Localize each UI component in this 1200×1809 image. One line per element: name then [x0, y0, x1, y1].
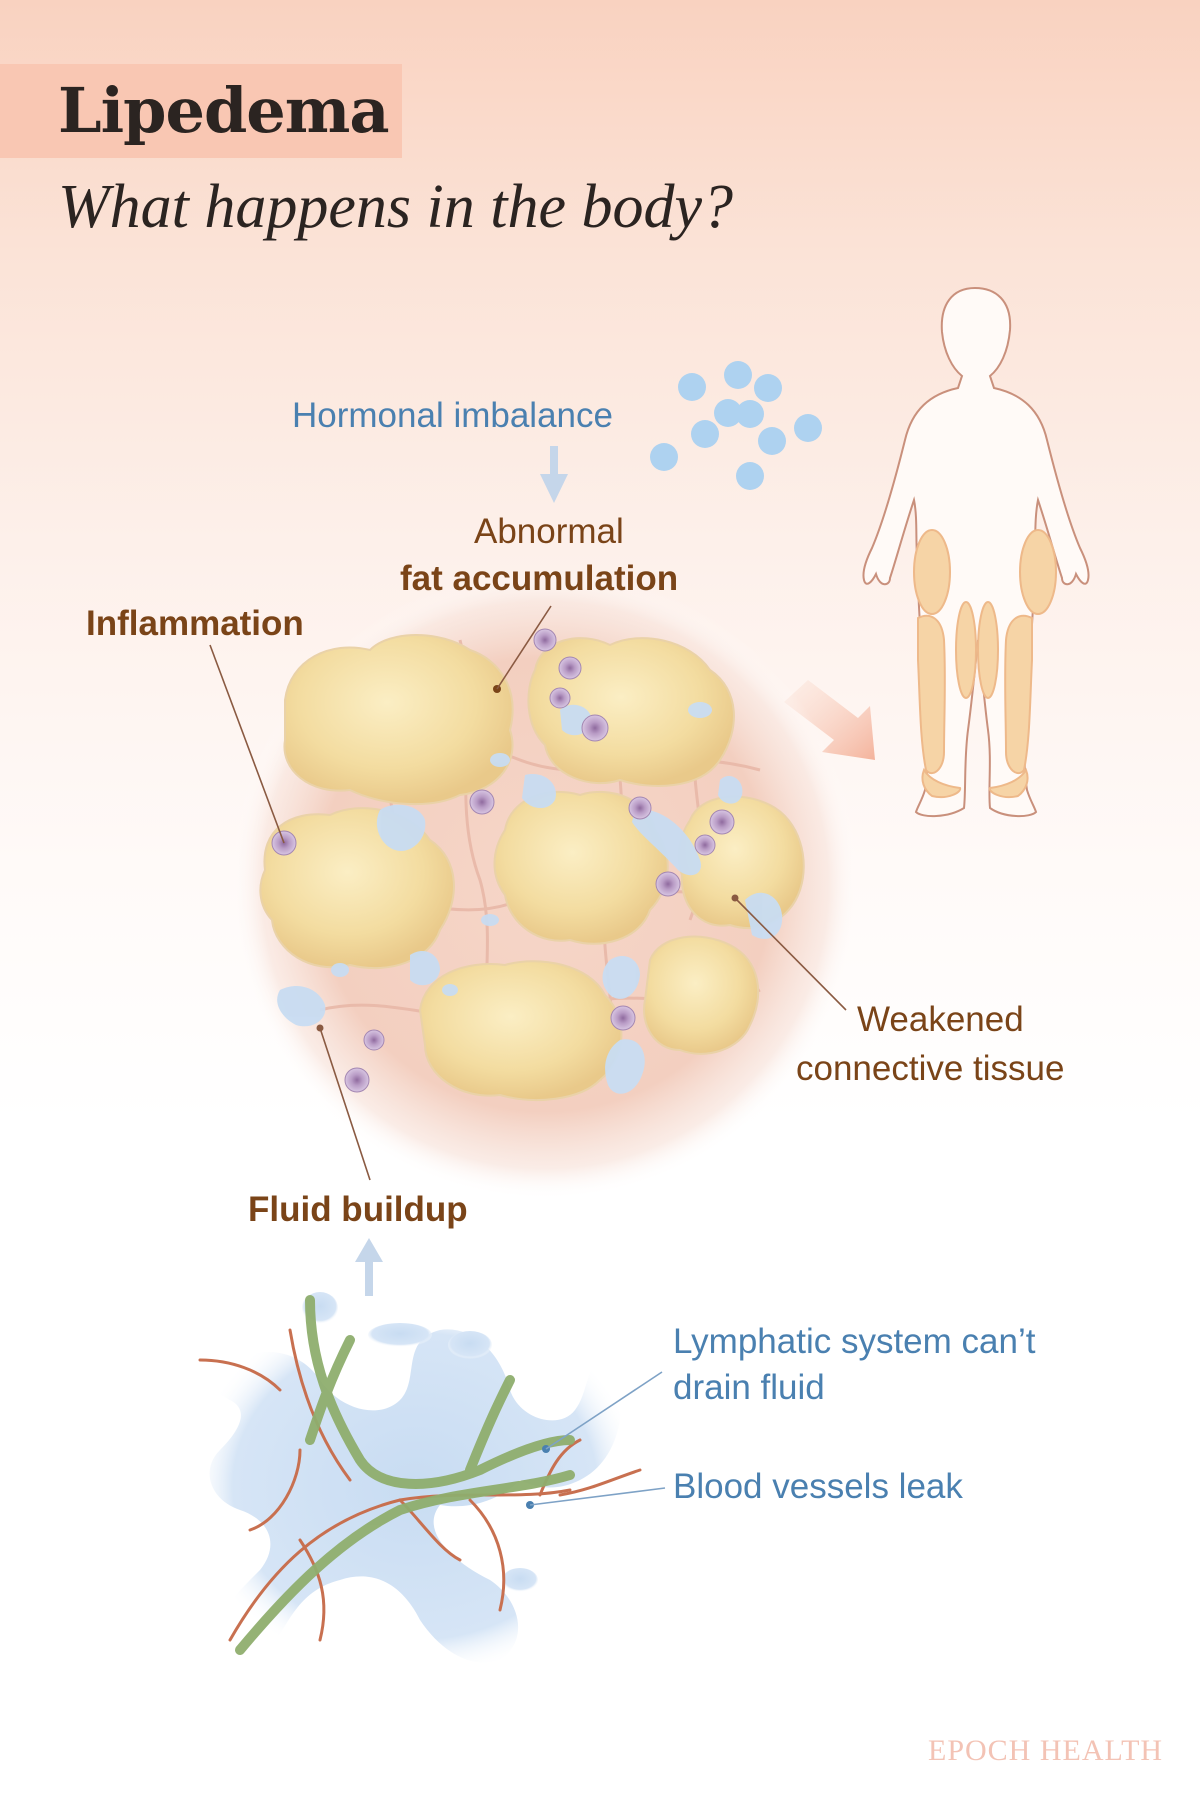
label-hormonal-imbalance: Hormonal imbalance — [292, 396, 613, 435]
lymphatic-vessels-illustration — [198, 1292, 642, 1679]
fat-areas-highlight — [913, 529, 1057, 798]
label-weakened: Weakened — [857, 1000, 1024, 1039]
label-fluid-buildup: Fluid buildup — [248, 1190, 468, 1229]
page-subtitle: What happens in the body? — [58, 173, 734, 241]
label-connective-tissue: connective tissue — [796, 1049, 1065, 1088]
arrow-down-icon — [540, 446, 568, 503]
title-banner — [0, 64, 402, 158]
label-lymphatic-line2: drain fluid — [673, 1368, 825, 1407]
blue-leader-lines — [529, 1371, 666, 1506]
body-silhouette-icon — [862, 286, 1090, 818]
hormone-molecules — [650, 361, 822, 490]
label-blood-vessels-leak: Blood vessels leak — [673, 1467, 963, 1506]
label-fat-accumulation: fat accumulation — [400, 559, 679, 598]
leader-lines — [209, 605, 847, 1181]
arrow-up-icon — [355, 1238, 383, 1296]
label-abnormal: Abnormal — [474, 512, 624, 551]
label-inflammation: Inflammation — [86, 604, 304, 643]
pointer-arrow-icon — [784, 680, 875, 760]
brand-logo: EPOCH HEALTH — [928, 1734, 1164, 1767]
tissue-circle — [230, 570, 860, 1200]
page-title: Lipedema — [58, 74, 390, 147]
label-lymphatic-line1: Lymphatic system can’t — [673, 1322, 1036, 1361]
